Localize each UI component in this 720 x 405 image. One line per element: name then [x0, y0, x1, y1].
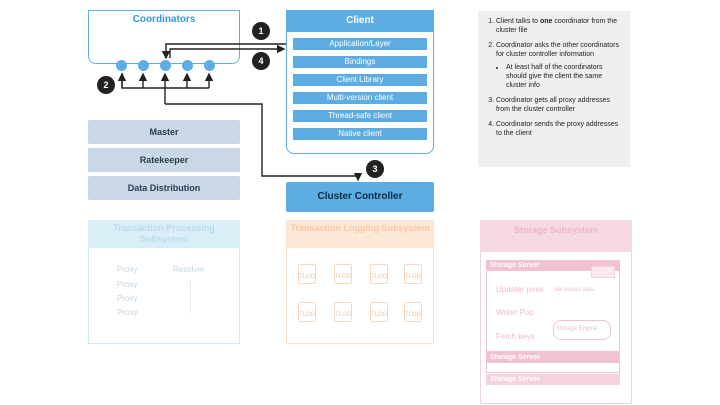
steps-note: Client talks to one coordinator from the… [478, 11, 630, 167]
client-layer: Thread-safe client [293, 110, 427, 122]
versioned-data-label: Versioned data [554, 287, 595, 293]
tlog-icon: TLOG [298, 302, 316, 322]
proxy-label: Proxy [117, 265, 138, 274]
client-layer: Multi-version client [293, 92, 427, 104]
master-box: Master [88, 120, 240, 144]
note-step-4: Coordinator sends the proxy addresses to… [496, 120, 624, 138]
storage-engine-cylinder [553, 320, 611, 340]
storage-server-header: Storage Server [486, 260, 620, 271]
step-badge-2: 2 [97, 76, 115, 94]
storage-engine-label: Storage Engine [556, 326, 598, 332]
proxy-label: Proxy [117, 294, 138, 303]
note-step-3: Coordinator gets all proxy addresses fro… [496, 96, 624, 114]
step-badge-1: 1 [252, 22, 270, 40]
storage-title: Storage Subsystem [480, 220, 632, 252]
arrow-1 [161, 43, 286, 60]
client-layer: Native client [293, 128, 427, 140]
resolver-label: Resolver [173, 265, 205, 274]
ratekeeper-box: Ratekeeper [88, 148, 240, 172]
server-icon [591, 266, 615, 278]
client-layer: Application/Layer [293, 38, 427, 50]
client-layer: Bindings [293, 56, 427, 68]
updater-peek-label: Updater peek [496, 285, 545, 294]
tlog-icon: TLOG [298, 264, 316, 284]
step-badge-3: 3 [366, 160, 384, 178]
note-step-2-sub: At least half of the coordinators should… [506, 63, 624, 90]
cluster-controller-box: Cluster Controller [286, 182, 434, 212]
tlog-icon: TLOG [334, 264, 352, 284]
storage-server-header: Storage Server [486, 352, 620, 363]
storage-server-panel [486, 363, 620, 373]
coordinators-title: Coordinators [132, 14, 196, 25]
proxy-label: Proxy [117, 280, 138, 289]
coordinator-node [138, 60, 149, 71]
tls-title: Transaction Logging Subsystem [286, 220, 434, 248]
coordinator-node [204, 60, 215, 71]
fetch-keys-label: Fetch keys [496, 332, 535, 341]
storage-server-header: Storage Server [486, 374, 620, 385]
tlog-icon: TLOG [370, 302, 388, 322]
note-step-1: Client talks to one coordinator from the… [496, 17, 624, 35]
proxy-label: Proxy [117, 308, 138, 317]
step-badge-4: 4 [252, 52, 270, 70]
resolver-divider [190, 280, 191, 314]
tps-title: Transaction Processing Subsystem [88, 220, 240, 248]
note-step-2: Coordinator asks the other coordinators … [496, 41, 624, 90]
tlog-icon: TLOG [404, 264, 422, 284]
writer-pop-label: Writer Pop [496, 308, 534, 317]
tlog-icon: TLOG [334, 302, 352, 322]
coordinator-node [160, 60, 171, 71]
client-title: Client [286, 10, 434, 32]
data-distribution-box: Data Distribution [88, 176, 240, 200]
arrow-4 [169, 44, 286, 58]
client-layer: Client Library [293, 74, 427, 86]
coordinator-node [182, 60, 193, 71]
coordinator-node [116, 60, 127, 71]
tlog-icon: TLOG [404, 302, 422, 322]
tlog-icon: TLOG [370, 264, 388, 284]
